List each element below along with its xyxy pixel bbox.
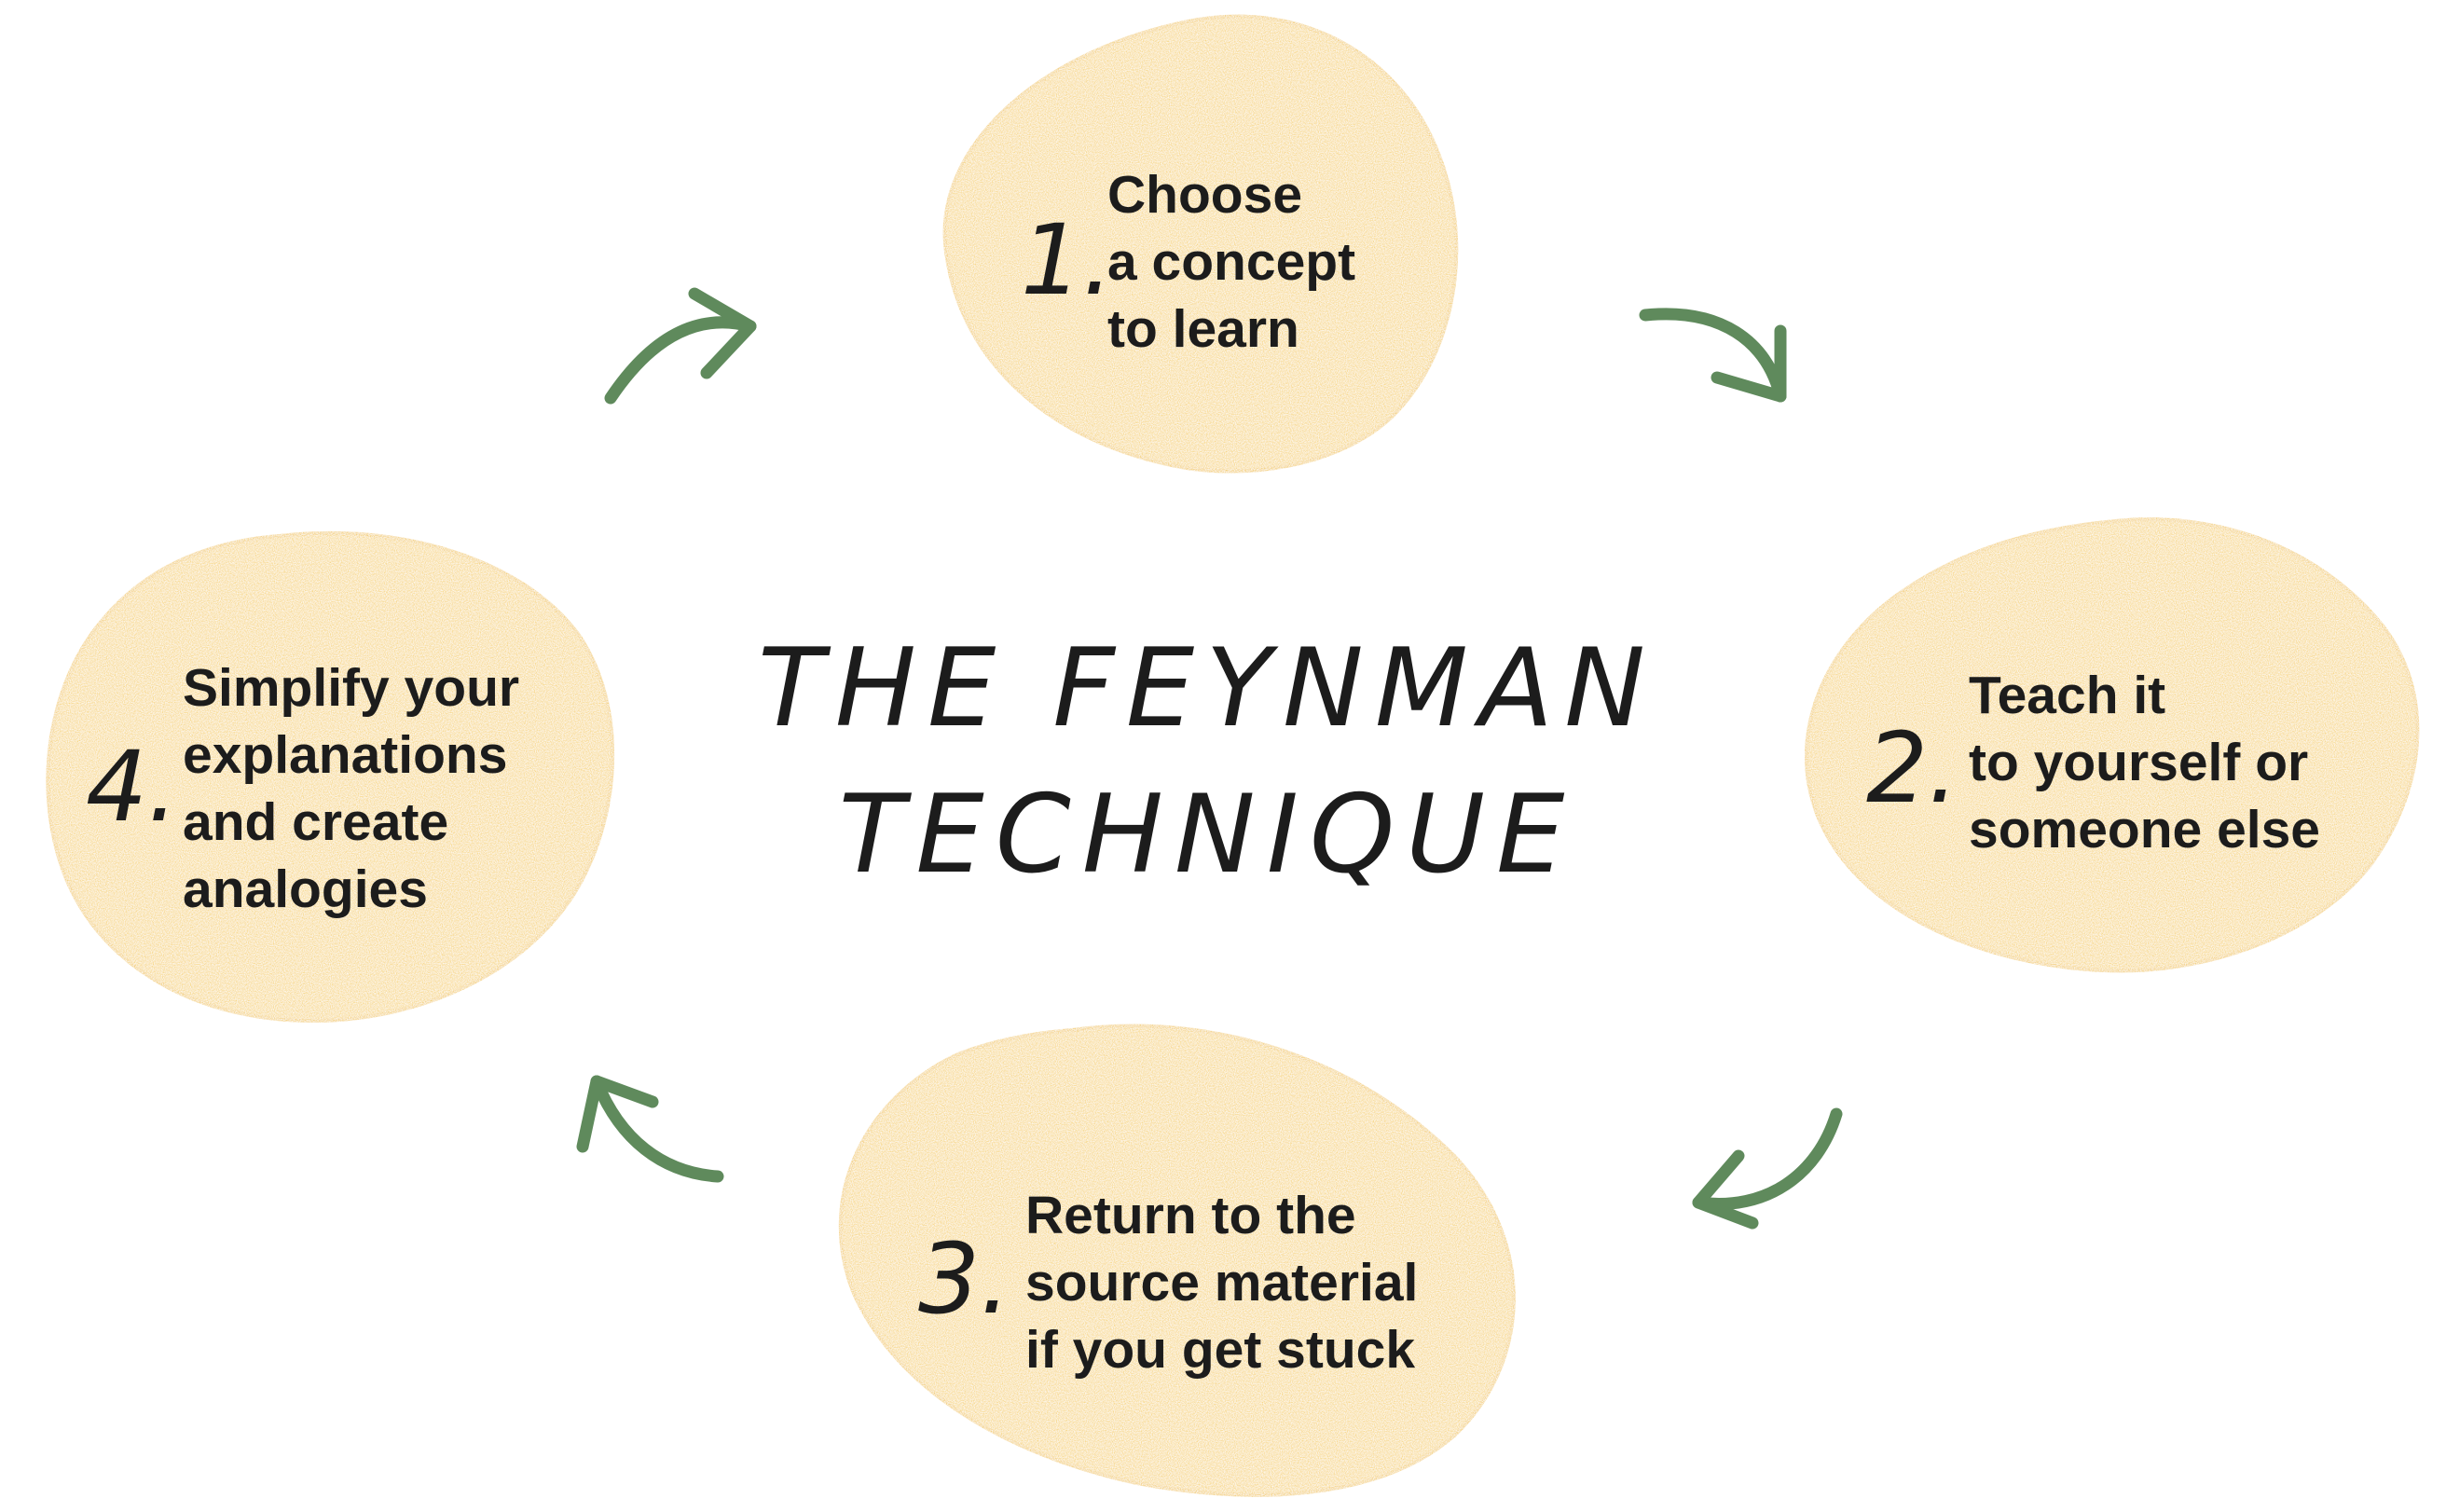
step-3: 3. Return to the source material if you …	[838, 1024, 1516, 1497]
curved-arrow-icon	[1692, 1149, 1759, 1230]
step-3-line-3: if you get stuck	[1025, 1320, 1415, 1380]
step-4-line-4: analogies	[183, 859, 428, 919]
step-1-line-2: a concept	[1107, 232, 1355, 292]
step-2: 2. Teach it to yourself or someone else	[1805, 517, 2420, 973]
step-4-blob	[46, 530, 615, 1024]
arrow-2-to-3	[1692, 1107, 1843, 1230]
step-1-line-1: Choose	[1107, 165, 1302, 225]
curved-arrow-icon	[1692, 1107, 1843, 1210]
arrow-4-to-1	[604, 287, 757, 405]
diagram-title: THE FEYNMAN TECHNIQUE	[758, 625, 1656, 898]
title-line-1: THE FEYNMAN	[758, 625, 1656, 751]
curved-arrow-icon	[604, 316, 757, 405]
step-4-number: 4.	[86, 730, 178, 844]
arrow-1-to-2	[1639, 308, 1787, 403]
step-4-line-3: and create	[183, 792, 448, 852]
step-3-line-2: source material	[1025, 1253, 1418, 1313]
curved-arrow-icon	[688, 287, 757, 379]
step-2-number: 2.	[1866, 711, 1958, 825]
title-line-2: TECHNIQUE	[839, 772, 1576, 898]
step-3-line-1: Return to the	[1025, 1186, 1356, 1245]
curved-arrow-icon	[1711, 324, 1787, 403]
curved-arrow-icon	[1639, 308, 1787, 403]
step-3-blob	[838, 1024, 1516, 1497]
step-2-blob	[1805, 517, 2420, 973]
step-3-number: 3.	[918, 1222, 1010, 1336]
arrow-3-to-4	[576, 1075, 724, 1183]
step-1-blob	[942, 14, 1459, 474]
curved-arrow-icon	[576, 1075, 659, 1153]
step-2-line-1: Teach it	[1969, 666, 2165, 725]
step-4-line-1: Simplify your	[183, 658, 519, 718]
step-2-line-3: someone else	[1969, 800, 2320, 859]
step-1: 1. Choose a concept to learn	[942, 14, 1459, 474]
curved-arrow-icon	[590, 1075, 724, 1183]
step-4: 4. Simplify your explanations and create…	[46, 530, 615, 1024]
step-4-line-2: explanations	[183, 725, 507, 785]
step-1-line-3: to learn	[1107, 299, 1299, 359]
step-1-number: 1.	[1021, 203, 1113, 317]
step-2-line-2: to yourself or	[1969, 733, 2308, 792]
